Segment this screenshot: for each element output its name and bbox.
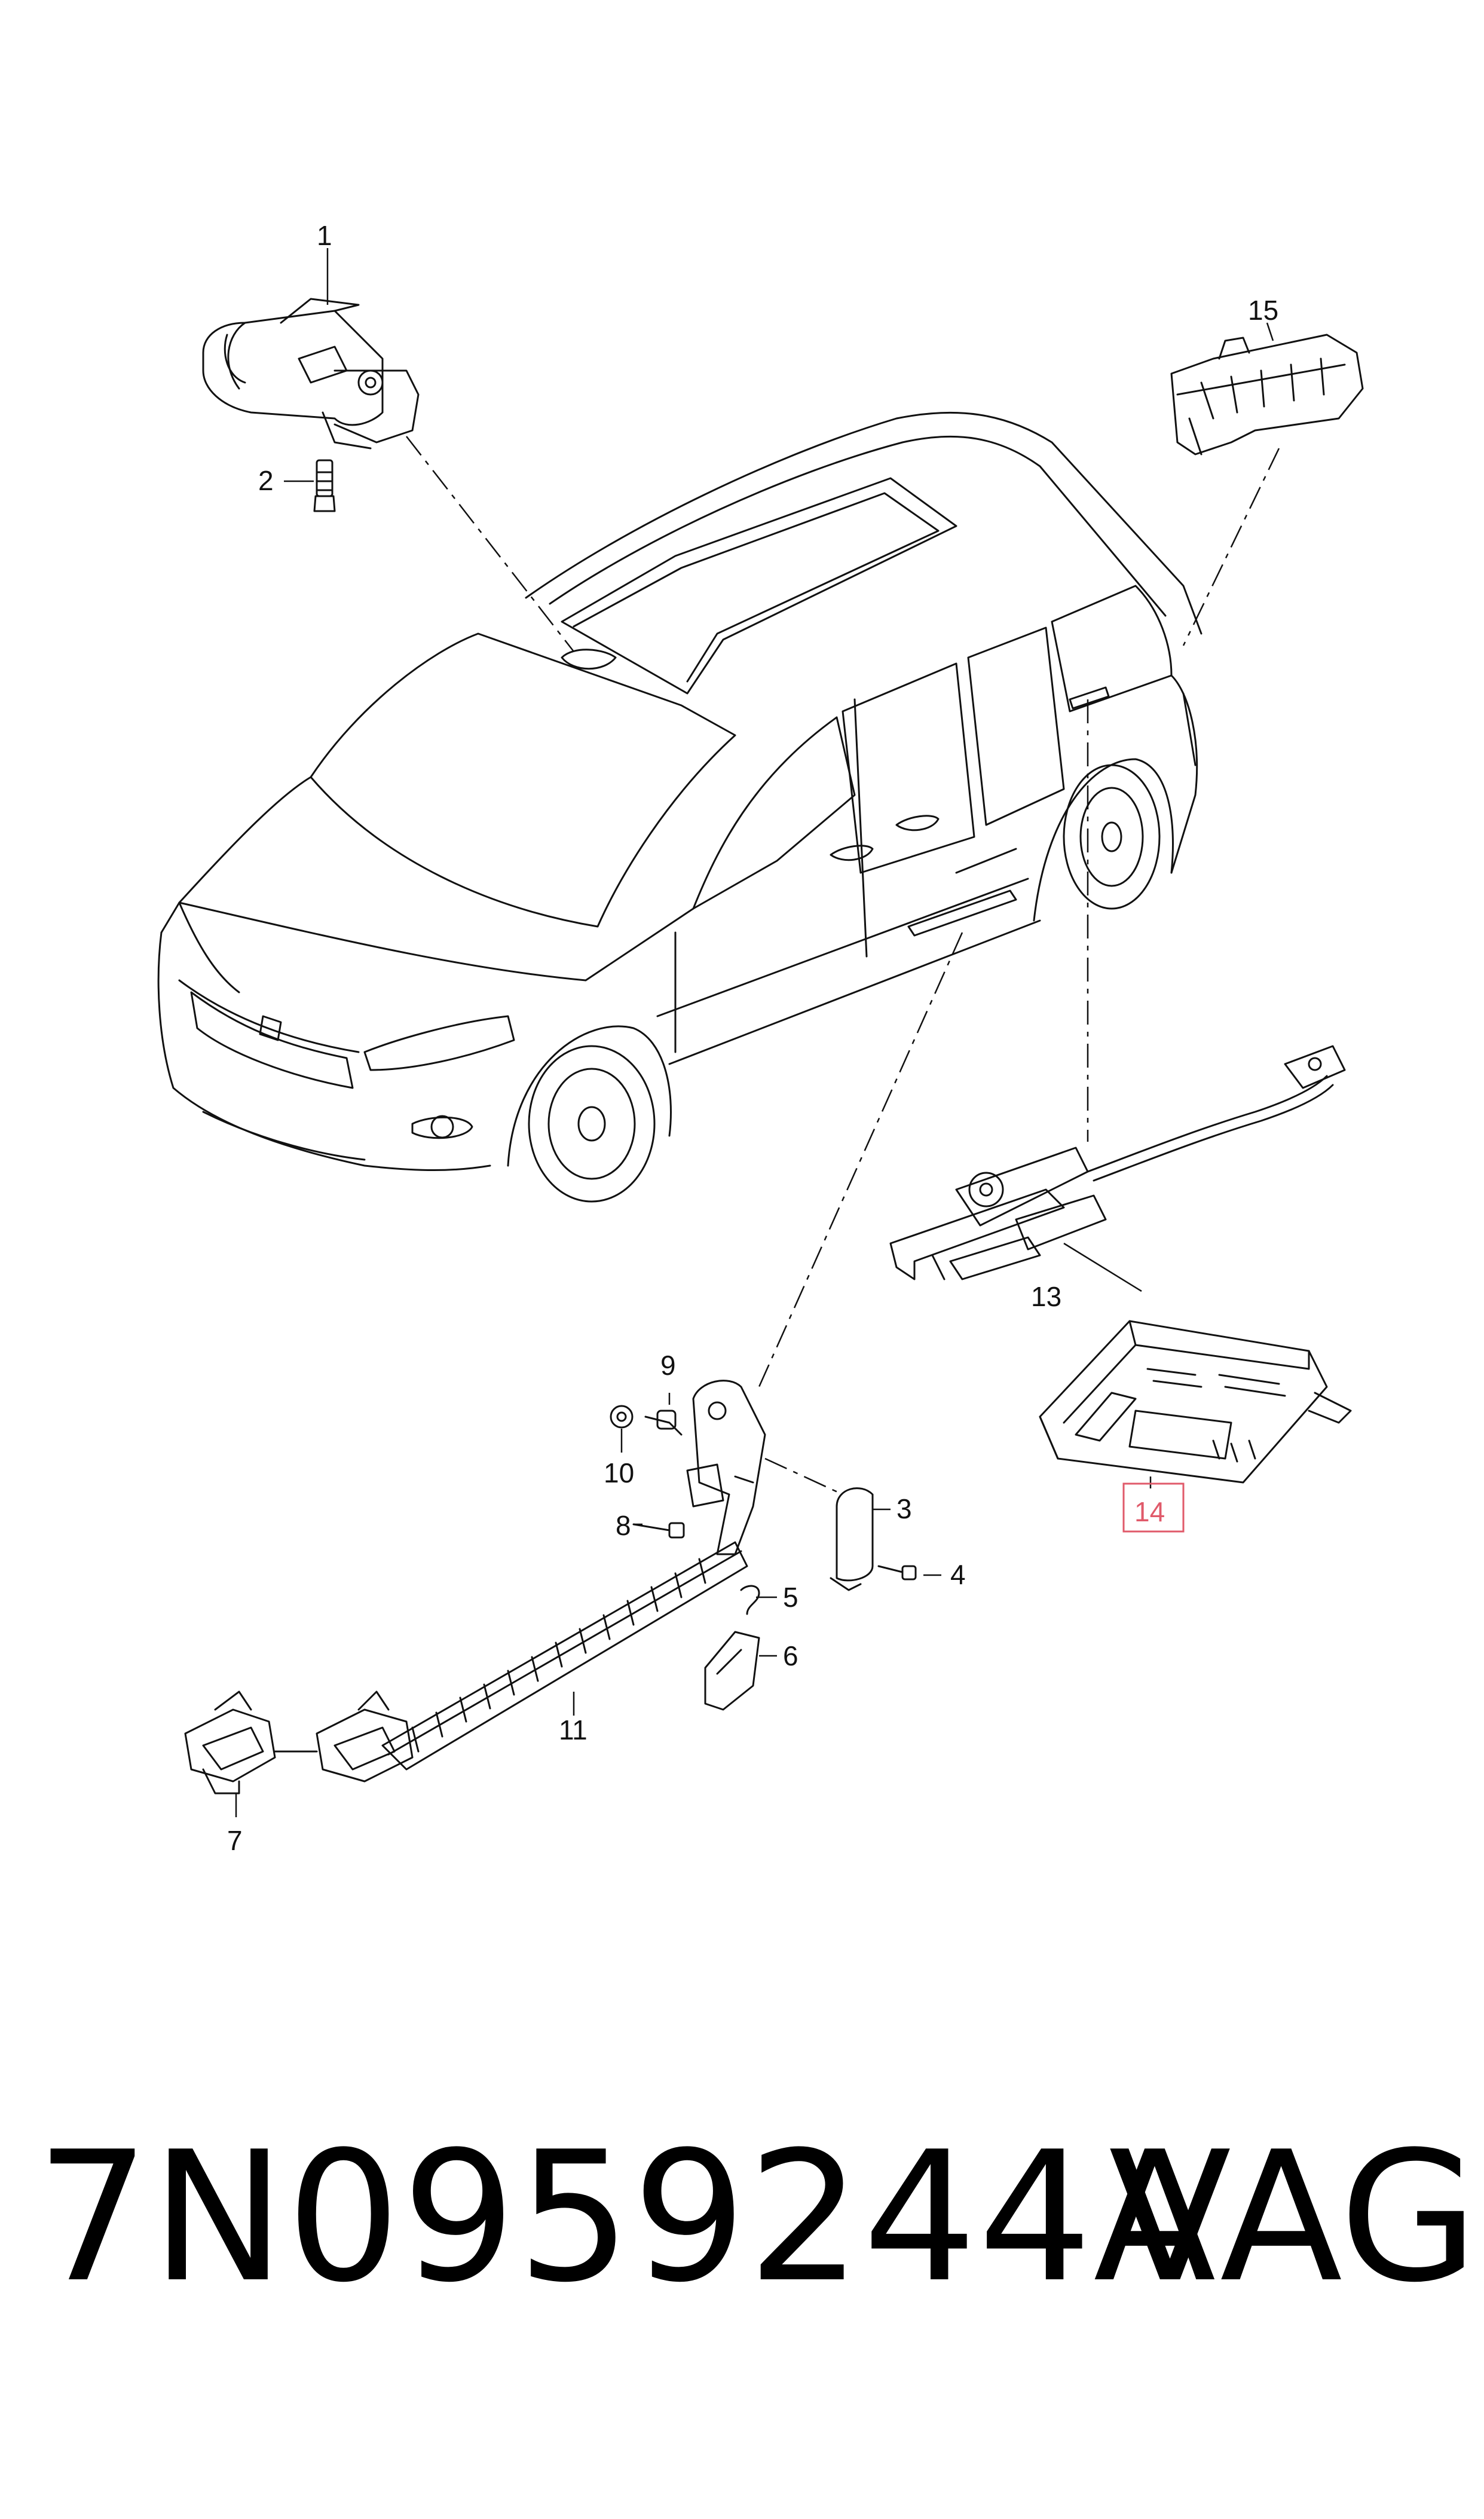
part-1-motor [202,298,420,450]
callout-13: 13 [1031,1281,1061,1312]
part-3-cover [830,1487,874,1591]
part-9-bolt [644,1410,683,1436]
part-4-screw [877,1565,917,1581]
part-11-rail [381,1380,766,1771]
callout-4: 4 [950,1559,966,1590]
part-5-spring [740,1585,760,1615]
callout-5: 5 [783,1582,798,1613]
part-number: 7N0959244A [36,2113,1217,2322]
part-2-bolt [313,459,336,512]
part-6-block [704,1631,760,1711]
brand-name: VAG [1109,2113,1479,2322]
callout-15: 15 [1248,295,1278,326]
callout-10: 10 [604,1457,634,1488]
part-15-bracket [1170,334,1364,456]
callout-9: 9 [660,1350,676,1381]
callout-6: 6 [783,1640,798,1671]
callout-7: 7 [227,1825,243,1856]
callout-1: 1 [317,220,332,251]
leader-lines [235,248,1280,1817]
callout-3: 3 [896,1493,912,1524]
callout-labels: 1 2 3 4 5 6 7 8 9 10 11 13 14 15 [227,220,1278,1856]
part-14-module [1039,1320,1352,1484]
callout-14: 14 [1134,1496,1165,1527]
part-10-nut [610,1405,634,1429]
vehicle-illustration [157,411,1203,1203]
part-7-roller [184,1690,414,1795]
part-13-actuator [889,1045,1346,1280]
part-8-bolt [632,1522,685,1539]
highlight-box [1122,1482,1185,1533]
callout-2: 2 [258,465,274,496]
callout-11: 11 [559,1714,588,1745]
callout-8: 8 [616,1510,631,1541]
